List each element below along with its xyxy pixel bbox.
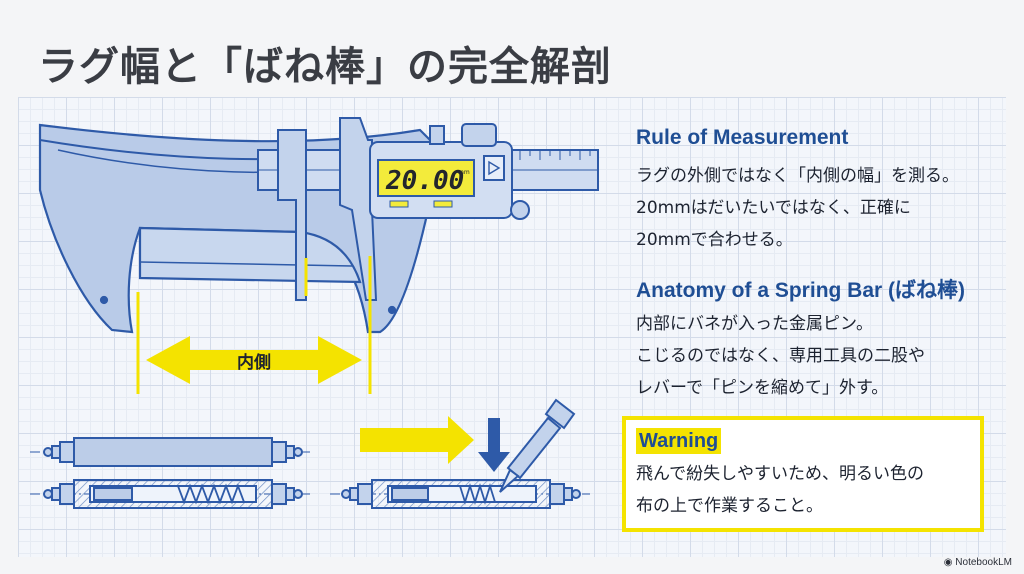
measurement-heading: Rule of Measurement	[636, 126, 849, 149]
anatomy-line: レバーで「ピンを縮めて」外す。	[636, 378, 889, 398]
spring-bar-external	[30, 437, 312, 467]
caliper-reading: 20.00	[385, 166, 464, 196]
anatomy-text: 内部にバネが入った金属ピン。 こじるのではなく、専用工具の二股や レバーで「ピン…	[636, 308, 925, 404]
measurement-line: ラグの外側ではなく「内側の幅」を測る。	[636, 166, 959, 186]
warning-text: 飛んで紛失しやすいため、明るい色の 布の上で作業すること。	[636, 458, 924, 522]
anatomy-line: 内部にバネが入った金属ピン。	[636, 314, 873, 334]
page-title: ラグ幅と「ばね棒」の完全解剖	[38, 44, 612, 90]
anatomy-line: こじるのではなく、専用工具の二股や	[636, 346, 925, 366]
anatomy-heading: Anatomy of a Spring Bar (ばね棒)	[636, 279, 966, 302]
down-arrow-icon	[478, 418, 510, 472]
inner-width-label: 内側	[237, 352, 271, 373]
measurement-line: 20mmはだいたいではなく、正確に	[636, 198, 911, 218]
inner-width-dimension	[136, 256, 372, 394]
spring-bar-cutaway	[30, 479, 312, 509]
warning-line: 布の上で作業すること。	[636, 496, 823, 516]
spring-bar-compressed	[330, 479, 590, 509]
caliper-unit: mm	[458, 169, 470, 176]
notebooklm-watermark: ◉ NotebookLM	[944, 557, 1012, 568]
spring-bar-tool-icon	[499, 398, 576, 493]
measurement-line: 20mmで合わせる。	[636, 230, 793, 250]
warning-line: 飛んで紛失しやすいため、明るい色の	[636, 464, 924, 484]
measurement-text: ラグの外側ではなく「内側の幅」を測る。 20mmはだいたいではなく、正確に 20…	[636, 160, 959, 256]
notebooklm-logo-icon: ◉	[943, 557, 956, 568]
yellow-arrow-icon	[360, 416, 474, 464]
footer-label: NotebookLM	[955, 557, 1012, 568]
warning-heading: Warning	[636, 428, 722, 454]
caliper-lcd	[377, 159, 475, 197]
